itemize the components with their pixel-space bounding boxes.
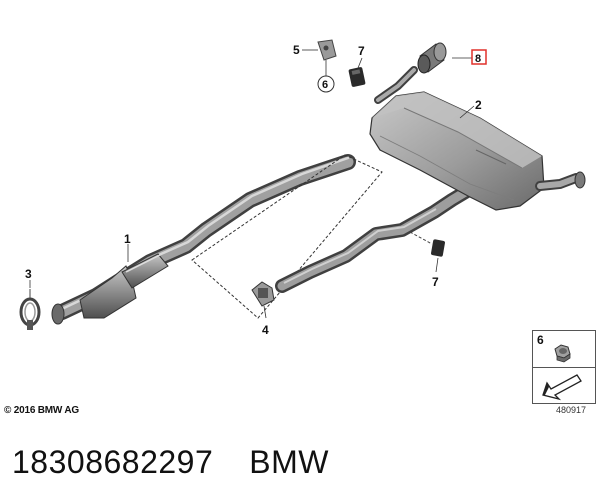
tail-trim-part-8 [417,42,447,74]
rubber-mount-part-7-bottom [409,231,445,257]
exhaust-diagram: 1 2 3 4 5 6 7 7 8 [19,39,586,337]
callout-2: 2 [475,98,482,112]
bracket-part-5 [317,39,337,61]
part-number: 18308682297 [12,444,214,480]
callout-7-top: 7 [358,44,365,58]
callout-8: 8 [475,53,481,65]
front-pipe-part-1 [51,154,356,325]
rubber-mount-part-7-top [348,67,366,87]
rear-pipe [275,181,479,293]
reference-divider [533,367,595,368]
callout-6: 6 [322,79,328,91]
clamp-part-4 [251,281,275,307]
reference-number: 6 [537,333,544,347]
reference-box: 6 [532,330,596,404]
rear-muffler-part-2 [369,66,586,211]
clamp-part-3 [19,289,41,330]
callout-1: 1 [124,232,131,246]
brand-name: BMW [249,444,329,480]
footer: 18308682297 BMW [12,444,365,481]
callout-8-highlight [471,49,487,65]
assembly-dashed-outline [191,154,383,319]
hex-nut-icon [554,344,571,363]
callout-7-bottom: 7 [432,275,439,289]
callout-6-circle [317,75,335,93]
drawing-id: 480917 [556,405,587,415]
callout-5: 5 [293,43,300,57]
callout-4: 4 [262,323,269,337]
leader-lines [29,49,475,319]
callout-3: 3 [25,267,32,281]
arrow-direction-icon [542,374,582,401]
copyright-text: © 2016 BMW AG [4,405,79,416]
reference-icons [542,344,582,401]
